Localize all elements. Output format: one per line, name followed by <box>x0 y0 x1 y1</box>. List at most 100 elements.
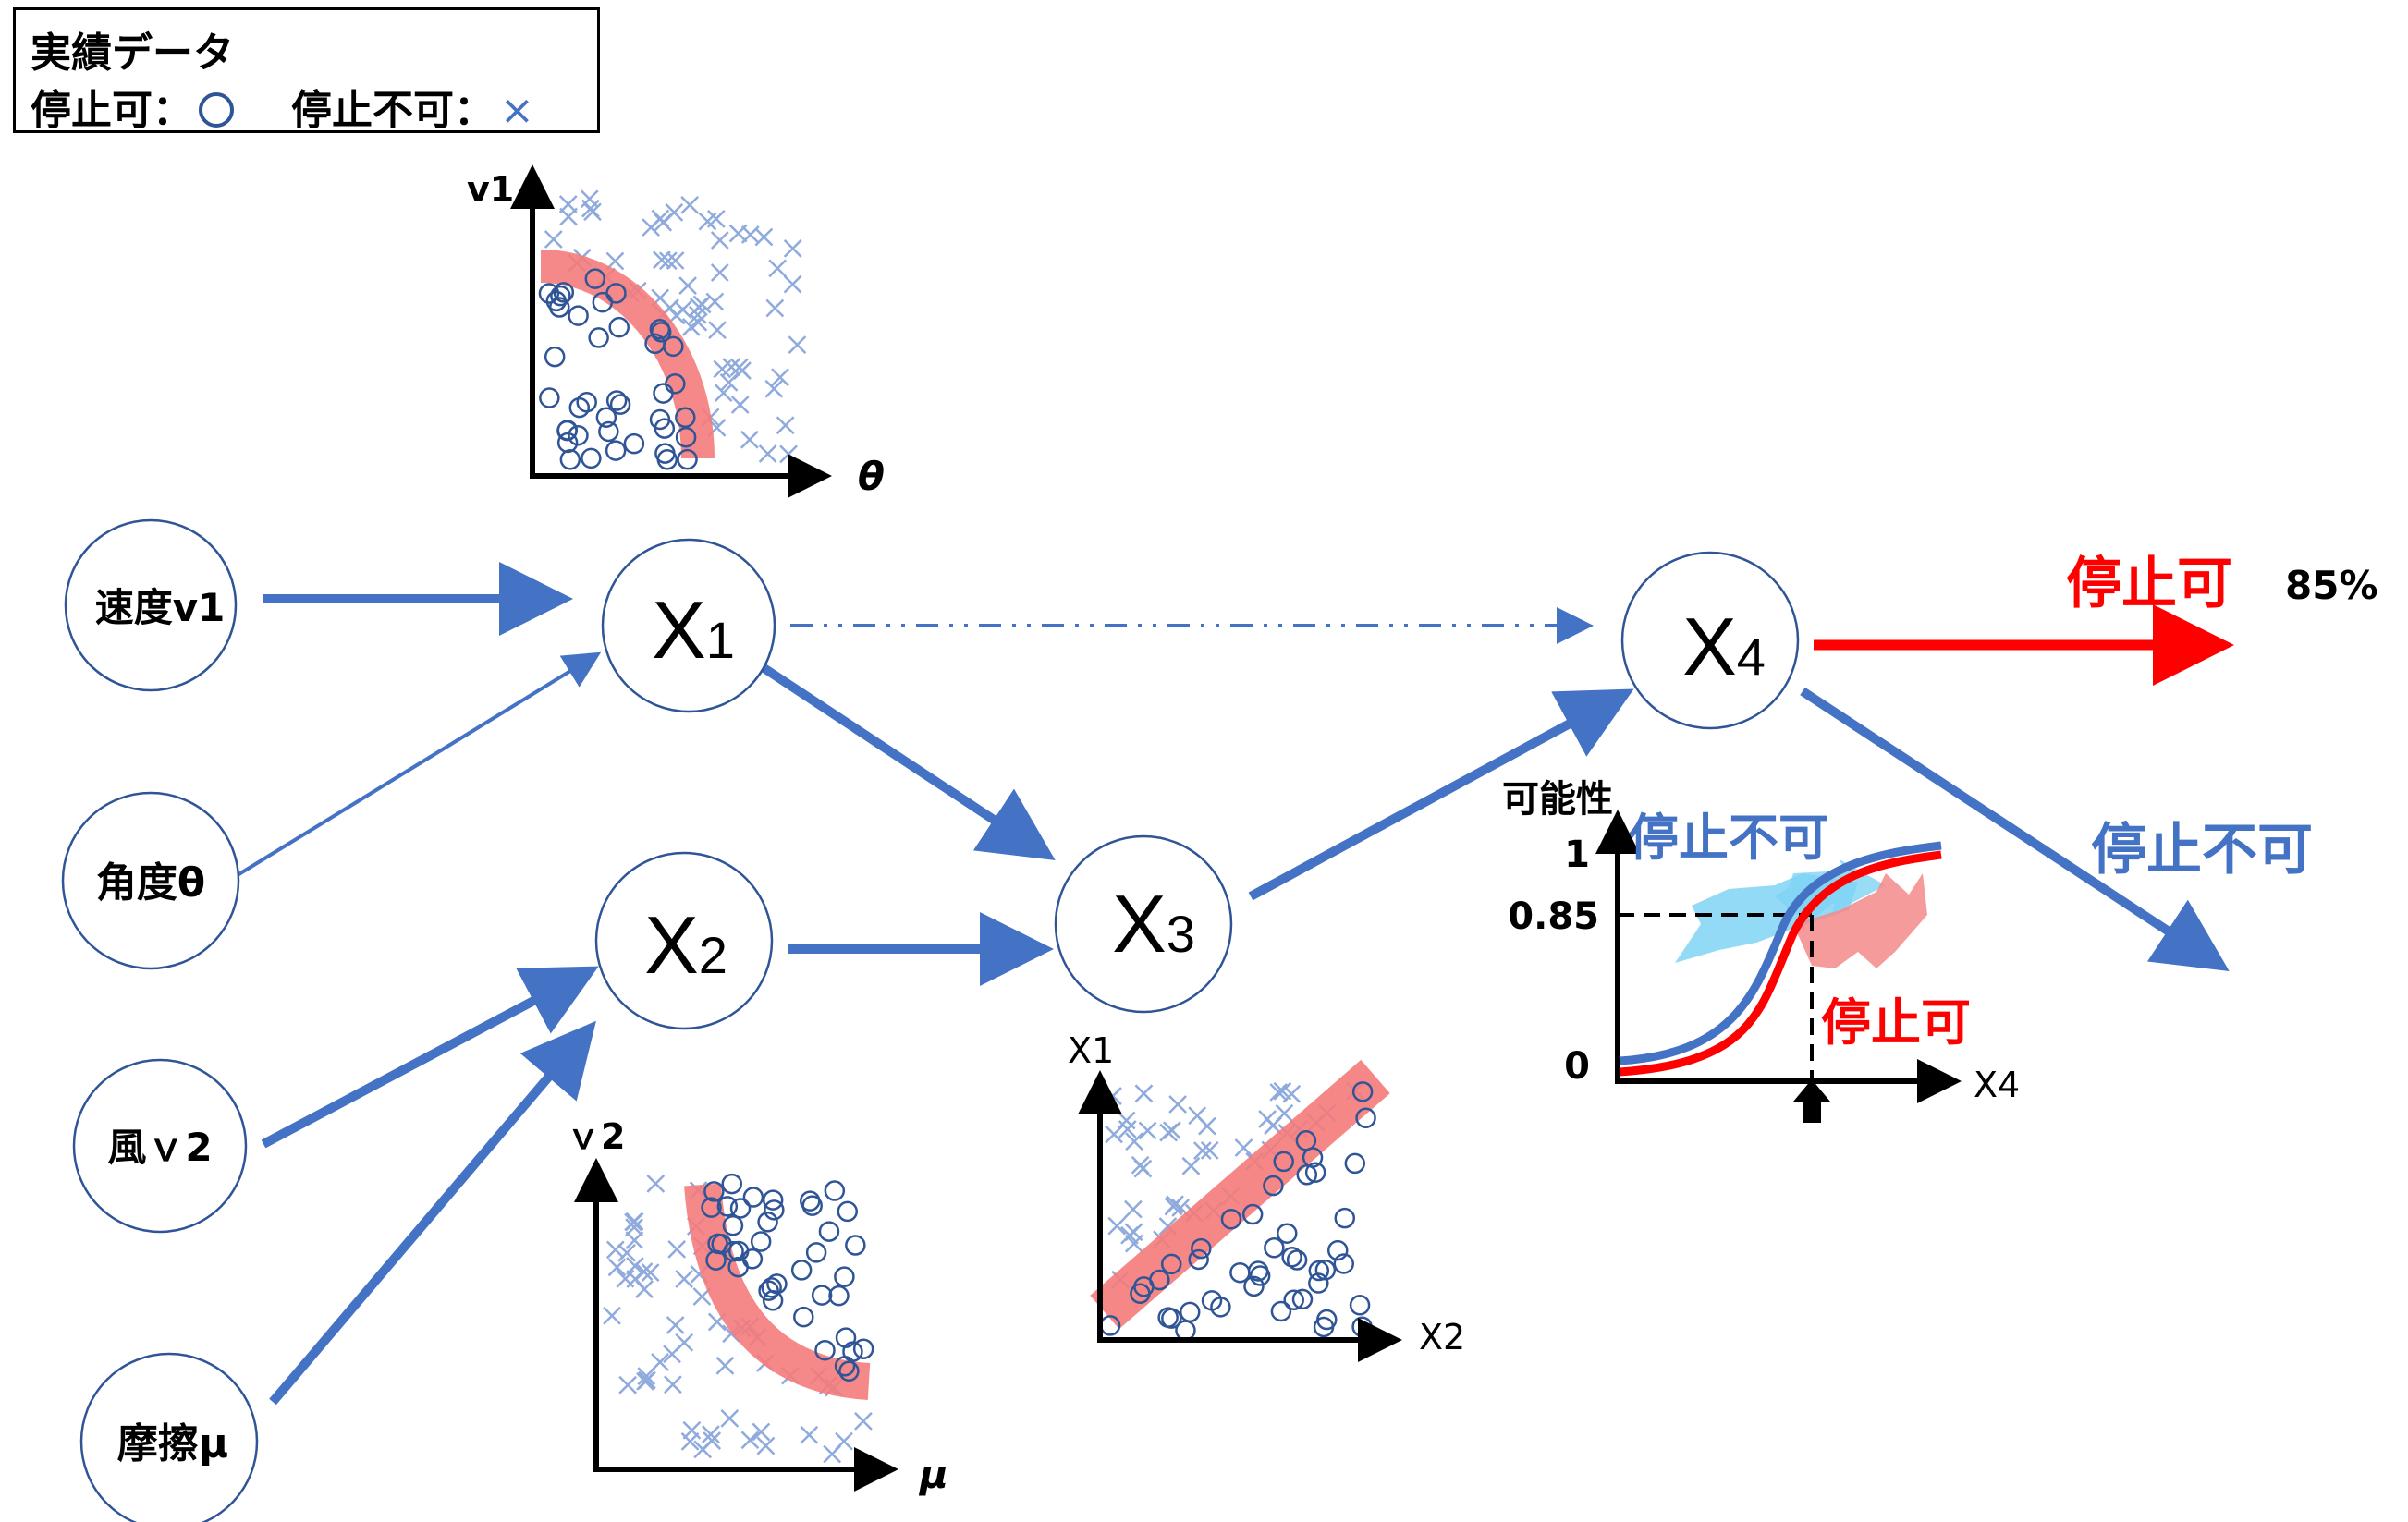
stoppable-circle-marker <box>762 1290 784 1311</box>
stoppable-circle-marker <box>834 1266 855 1287</box>
stoppable-circle-marker <box>1191 1237 1212 1260</box>
unstoppable-cross-marker <box>722 358 741 377</box>
unstoppable-cross-marker <box>1138 1121 1157 1140</box>
unstoppable-cross-marker <box>618 1375 638 1394</box>
stoppable-circle-marker <box>762 1189 784 1211</box>
stoppable-circle-marker <box>805 1242 827 1263</box>
unstoppable-shift-arrow-fill <box>1675 873 1858 963</box>
scatter-v2-mu-x-label: μ <box>918 1452 948 1497</box>
unstoppable-cross-marker <box>710 263 729 282</box>
unstoppable-cross-marker <box>1234 1138 1253 1157</box>
node-x1-label: X1 <box>652 584 735 676</box>
output-stoppable-label: 停止可 <box>2066 552 2232 616</box>
node-angle-label: 角度θ <box>96 859 205 907</box>
unstoppable-cross-marker <box>1134 1084 1154 1103</box>
stoppable-circle-marker <box>556 432 579 454</box>
unstoppable-cross-marker <box>1125 1132 1143 1151</box>
unstoppable-cross-marker <box>714 384 733 402</box>
scatter-v2-mu-circles <box>701 1173 874 1382</box>
arrow-x1-x3 <box>760 663 1056 861</box>
unstoppable-cross-marker <box>854 1412 873 1431</box>
hidden-nodes: X1 X2 X3 X4 <box>594 538 1800 1030</box>
unstoppable-cross-marker <box>1188 1106 1207 1126</box>
node-x1-main: X <box>652 584 706 676</box>
unstoppable-cross-marker <box>758 444 777 463</box>
stoppable-circle-marker <box>1241 1203 1264 1225</box>
unstoppable-cross-marker <box>665 202 684 222</box>
unstoppable-cross-marker <box>603 1306 621 1325</box>
unstoppable-cross-marker <box>638 1370 656 1390</box>
unstoppable-cross-marker <box>689 312 708 332</box>
stoppable-circle-marker <box>757 1212 778 1233</box>
node-wind <box>72 1058 248 1234</box>
unstoppable-cross-marker <box>710 231 729 250</box>
arrow-angle-x1 <box>231 651 602 880</box>
prob-curve-stoppable <box>1619 850 1942 1077</box>
unstoppable-cross-marker <box>740 225 760 244</box>
legend-stoppable-label: 停止可： <box>31 87 193 134</box>
stoppable-circle-marker <box>1351 1081 1374 1102</box>
unstoppable-cross-marker <box>1124 1199 1143 1219</box>
unstoppable-cross-marker <box>752 1422 771 1442</box>
stoppable-circle-marker <box>1304 1162 1326 1183</box>
unstoppable-cross-marker <box>580 189 599 209</box>
unstoppable-cross-marker <box>1163 1121 1181 1140</box>
unstoppable-cross-marker <box>641 1263 660 1282</box>
node-x3-label: X3 <box>1112 878 1195 969</box>
stoppable-circle-marker <box>729 1198 752 1219</box>
stoppable-circle-marker <box>793 1306 814 1328</box>
unstoppable-cross-marker <box>675 1333 694 1352</box>
unstoppable-cross-marker <box>1124 1234 1143 1253</box>
stoppable-circle-marker <box>828 1285 850 1307</box>
stoppable-circle-marker <box>568 424 589 446</box>
unstoppable-cross-marker <box>1275 1103 1294 1123</box>
node-speed <box>64 518 238 692</box>
unstoppable-cross-marker <box>678 276 697 296</box>
stoppable-circle-marker <box>539 387 560 408</box>
node-angle <box>61 791 240 970</box>
stoppable-circle-marker <box>1277 1223 1298 1244</box>
stoppable-circle-marker <box>1308 1272 1329 1294</box>
stoppable-circle-marker <box>742 1187 764 1208</box>
legend-entries: 停止可：停止不可：× <box>31 77 534 136</box>
stoppable-circle-marker <box>556 420 578 442</box>
stoppable-circle-marker <box>1344 1152 1366 1175</box>
node-x1-sub: 1 <box>706 611 735 669</box>
scatter-v2-mu: ｖ2 μ <box>566 1116 948 1497</box>
stoppable-circle-marker <box>1351 1316 1373 1338</box>
stoppable-circle-marker <box>727 1256 749 1278</box>
scatter-x1-x2-circles <box>1099 1081 1376 1341</box>
stoppable-circle-marker <box>1270 1300 1292 1322</box>
unstoppable-cross-marker <box>667 1240 687 1259</box>
stoppable-circle-marker <box>824 1180 846 1201</box>
node-x3-main: X <box>1112 878 1167 969</box>
unstoppable-cross-marker <box>666 1316 685 1334</box>
stoppable-circle-marker <box>568 305 589 326</box>
stoppable-circle-marker <box>653 383 674 404</box>
stoppable-circle-marker <box>1291 1288 1314 1310</box>
probability-chart: 可能性 1 0.85 0 X4 停止不可 停止可 <box>1502 778 2020 1123</box>
prob-stoppable-label: 停止可 <box>1821 993 1971 1052</box>
flow-arrows <box>231 562 2234 1406</box>
unstoppable-cross-marker <box>1168 1095 1187 1114</box>
stoppable-circle-marker <box>675 426 697 448</box>
node-x3 <box>1054 834 1233 1014</box>
arrow-x4-unstoppable <box>1800 687 2230 971</box>
stoppable-circle-marker <box>721 1173 743 1195</box>
stoppable-circle-marker <box>814 1339 836 1361</box>
node-x2 <box>594 851 774 1030</box>
stoppable-circle-marker <box>741 1248 764 1270</box>
unstoppable-cross-marker <box>764 379 784 398</box>
unstoppable-cross-marker <box>740 430 759 449</box>
legend-title: 実績データ <box>31 30 234 77</box>
unstoppable-cross-marker <box>1200 1141 1219 1160</box>
node-x4-main: X <box>1682 601 1737 692</box>
stoppable-circle-marker <box>1326 1239 1349 1261</box>
stoppable-circle-marker <box>605 283 627 304</box>
unstoppable-cross-marker <box>605 1240 625 1260</box>
unstoppable-cross-marker <box>666 251 685 270</box>
scatter-v1-theta: v1 θ <box>467 164 885 499</box>
unstoppable-cross-marker <box>664 1375 682 1394</box>
